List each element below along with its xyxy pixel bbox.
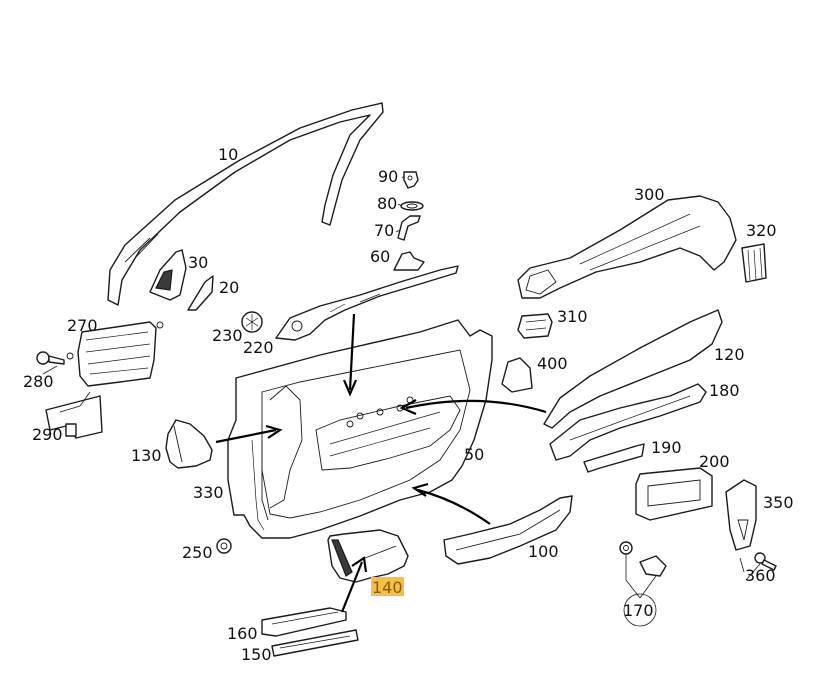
part-80-grommet[interactable] [400,201,424,211]
part-310-vent[interactable] [517,313,553,339]
part-270-airbag-module[interactable] [66,321,164,387]
part-10-window-trim[interactable] [107,102,384,306]
part-180-trim-rail[interactable] [549,383,707,461]
leader-lines [42,175,761,581]
part-230-speaker-cover[interactable] [241,311,263,333]
callout-10[interactable]: 10 [218,145,238,164]
arrow-head-4 [411,482,429,497]
callout-140[interactable]: 140 [372,578,403,597]
callout-60[interactable]: 60 [370,247,390,266]
callout-280[interactable]: 280 [23,372,54,391]
part-280-screw[interactable] [36,351,65,365]
part-350-latch[interactable] [725,479,757,551]
part-120-upper-panel[interactable] [543,309,723,429]
arrow-100-to-panel [417,488,491,525]
callout-270[interactable]: 270 [67,316,98,335]
part-20-triangle-cover[interactable] [187,275,214,311]
part-200-reflector[interactable] [635,467,713,521]
part-290-bracket[interactable] [45,395,103,439]
callout-220[interactable]: 220 [243,338,274,357]
arrow-head-3 [399,399,417,416]
callout-130[interactable]: 130 [131,446,162,465]
callout-150[interactable]: 150 [241,645,272,664]
part-30-mirror-bracket[interactable] [149,249,187,301]
callout-20[interactable]: 20 [219,278,239,297]
callout-360[interactable]: 360 [745,566,776,585]
part-60-handle-bezel[interactable] [393,251,425,271]
callout-170[interactable]: 170 [623,601,654,620]
arrow-120-to-panel [405,399,547,414]
highlight-140 [371,577,404,596]
callout-300[interactable]: 300 [634,185,665,204]
part-330-seal-strip[interactable] [251,439,265,531]
part-190-lower-strip[interactable] [583,443,645,473]
callout-120[interactable]: 120 [714,345,745,364]
callout-190[interactable]: 190 [651,438,682,457]
callout-320[interactable]: 320 [746,221,777,240]
part-320-vent-grille[interactable] [741,243,767,283]
part-300-air-duct[interactable] [517,195,737,299]
callout-250[interactable]: 250 [182,543,213,562]
arrow-140-to-panel [340,561,364,613]
arrow-130-to-panel [215,428,277,444]
callout-350[interactable]: 350 [763,493,794,512]
arrow-head-5 [351,556,368,573]
callout-180[interactable]: 180 [709,381,740,400]
callout-400[interactable]: 400 [537,354,568,373]
part-360-screw[interactable] [754,552,777,571]
callout-160[interactable]: 160 [227,624,258,643]
callout-80[interactable]: 80 [377,194,397,213]
part-140-map-pocket[interactable] [327,529,409,583]
part-100-armrest[interactable] [443,495,573,565]
arrow-head-2 [265,424,283,439]
part-170-fastener-set[interactable] [619,541,667,627]
part-220-upper-trim[interactable] [275,265,459,341]
callout-30[interactable]: 30 [188,253,208,272]
callout-50[interactable]: 50 [464,445,484,464]
arrow-220-to-panel [348,313,356,391]
callout-290[interactable]: 290 [32,425,63,444]
part-150-trim-badge[interactable] [271,629,359,657]
callout-70[interactable]: 70 [374,221,394,240]
callout-330[interactable]: 330 [193,483,224,502]
part-130-speaker-grille[interactable] [165,419,213,469]
part-400-bracket[interactable] [501,357,533,393]
callout-90[interactable]: 90 [378,167,398,186]
part-250-clip[interactable] [216,538,232,554]
callout-100[interactable]: 100 [528,542,559,561]
assembly-arrows [215,313,547,613]
callout-labels: 10 20 30 50 60 70 80 90 100 120 130 140 … [23,145,794,664]
part-90-clip[interactable] [403,171,419,189]
part-70-pin[interactable] [397,215,421,241]
callout-230[interactable]: 230 [212,326,243,345]
arrow-head-1 [342,379,358,397]
callout-200[interactable]: 200 [699,452,730,471]
callout-310[interactable]: 310 [557,307,588,326]
part-160-trim-strip[interactable] [261,607,347,637]
